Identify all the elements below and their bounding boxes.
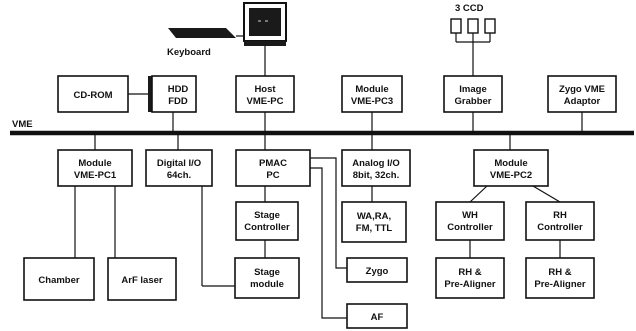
host-vme-pc-box: Host VME-PC <box>236 76 294 112</box>
svg-text:FM, TTL: FM, TTL <box>356 223 393 234</box>
svg-text:Zygo: Zygo <box>366 266 389 277</box>
keyboard-label: Keyboard <box>167 47 211 58</box>
svg-text:64ch.: 64ch. <box>167 170 191 181</box>
zygo-box: Zygo <box>347 258 407 282</box>
svg-text:Image: Image <box>459 84 486 95</box>
rh-pre-aligner-box-2: RH & Pre-Aligner <box>526 258 594 298</box>
svg-text:Controller: Controller <box>447 222 493 233</box>
svg-text:Module: Module <box>78 158 111 169</box>
svg-text:Analog I/O: Analog I/O <box>352 158 400 169</box>
svg-text:Controller: Controller <box>244 222 290 233</box>
keyboard-icon <box>168 28 244 38</box>
svg-text:AF: AF <box>371 312 384 323</box>
svg-text:Stage: Stage <box>254 267 280 278</box>
svg-text:PMAC: PMAC <box>259 158 287 169</box>
module-vme-pc1-box: Module VME-PC1 <box>58 150 132 186</box>
svg-text:PC: PC <box>266 170 279 181</box>
svg-text:CD-ROM: CD-ROM <box>73 90 112 101</box>
svg-text:Grabber: Grabber <box>455 96 492 107</box>
vme-bus-label: VME <box>12 119 33 130</box>
pmac-pc-box: PMAC PC <box>236 150 310 186</box>
svg-text:WH: WH <box>462 210 478 221</box>
af-box: AF <box>347 304 407 328</box>
chamber-box: Chamber <box>24 258 94 300</box>
wh-controller-box: WH Controller <box>436 202 504 240</box>
svg-text:8bit, 32ch.: 8bit, 32ch. <box>353 170 399 181</box>
svg-text:HDD: HDD <box>168 84 189 95</box>
svg-text:VME-PC3: VME-PC3 <box>351 96 393 107</box>
svg-text:Module: Module <box>494 158 527 169</box>
rh-pre-aligner-box-1: RH & Pre-Aligner <box>436 258 504 298</box>
svg-text:Pre-Aligner: Pre-Aligner <box>444 279 496 290</box>
svg-text:ArF laser: ArF laser <box>121 275 162 286</box>
svg-text:Stage: Stage <box>254 210 280 221</box>
svg-text:RH: RH <box>553 210 567 221</box>
svg-text:Pre-Aligner: Pre-Aligner <box>534 279 586 290</box>
svg-text:WA,RA,: WA,RA, <box>357 211 391 222</box>
svg-text:RH &: RH & <box>458 267 481 278</box>
svg-text:Digital I/O: Digital I/O <box>157 158 201 169</box>
stage-module-box: Stage module <box>235 258 299 298</box>
hdd-fdd-box: HDD FDD <box>148 76 196 112</box>
svg-text:Zygo VME: Zygo VME <box>559 84 605 95</box>
svg-text:Controller: Controller <box>537 222 583 233</box>
svg-text:FDD: FDD <box>168 96 188 107</box>
wa-ra-fm-ttl-box: WA,RA, FM, TTL <box>342 202 406 242</box>
image-grabber-box: Image Grabber <box>444 76 502 112</box>
ccd-label: 3 CCD <box>455 3 484 14</box>
ccd-camera-icon <box>451 19 495 76</box>
module-vme-pc3-box: Module VME-PC3 <box>342 76 402 112</box>
analog-io-box: Analog I/O 8bit, 32ch. <box>342 150 410 186</box>
svg-text:RH &: RH & <box>548 267 571 278</box>
arf-laser-box: ArF laser <box>108 258 176 300</box>
stage-controller-box: Stage Controller <box>236 202 298 240</box>
monitor-icon <box>244 3 286 46</box>
svg-text:Adaptor: Adaptor <box>564 96 601 107</box>
digital-io-box: Digital I/O 64ch. <box>146 150 212 186</box>
rh-controller-box: RH Controller <box>526 202 594 240</box>
module-vme-pc2-box: Module VME-PC2 <box>474 150 548 186</box>
svg-text:module: module <box>250 279 284 290</box>
svg-text:VME-PC: VME-PC <box>247 96 284 107</box>
svg-text:VME-PC1: VME-PC1 <box>74 170 117 181</box>
cdrom-box: CD-ROM <box>58 76 128 112</box>
zygo-vme-adaptor-box: Zygo VME Adaptor <box>548 76 616 112</box>
svg-text:Chamber: Chamber <box>38 275 79 286</box>
svg-text:Module: Module <box>355 84 388 95</box>
svg-text:Host: Host <box>254 84 276 95</box>
svg-text:VME-PC2: VME-PC2 <box>490 170 532 181</box>
